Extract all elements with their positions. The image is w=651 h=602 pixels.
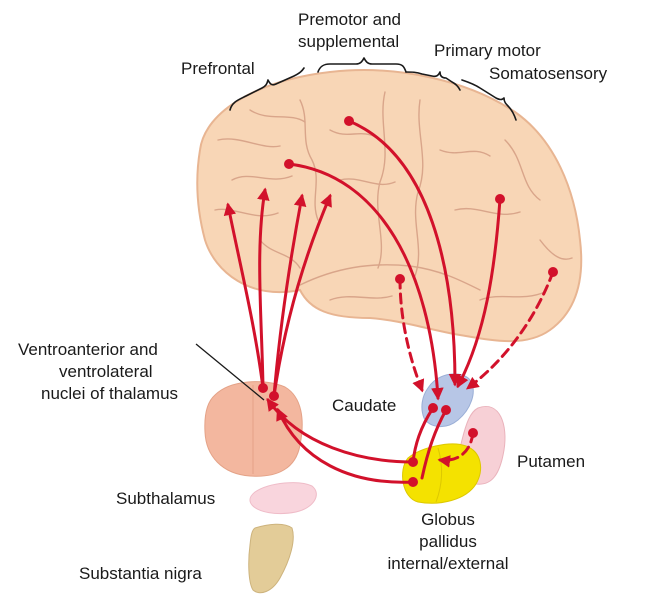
- label-putamen: Putamen: [517, 452, 585, 471]
- caudate-node-1: [428, 403, 438, 413]
- substantia-nigra-shape: [249, 524, 294, 592]
- label-premotor-line2: supplemental: [298, 32, 399, 51]
- thalamus-node-1: [258, 383, 268, 393]
- thalamus-node-2: [269, 391, 279, 401]
- label-substantia-nigra: Substantia nigra: [79, 564, 202, 583]
- globus-node-1: [408, 457, 418, 467]
- label-globus-line2: pallidus: [419, 532, 477, 551]
- somatosensory-node: [548, 267, 558, 277]
- subthalamus-shape: [250, 483, 316, 514]
- brain-outline: [197, 70, 581, 341]
- prefrontal-node: [284, 159, 294, 169]
- label-premotor-line1: Premotor and: [298, 10, 401, 29]
- label-globus-line3: internal/external: [388, 554, 509, 573]
- globus-node-2: [408, 477, 418, 487]
- putamen-node: [468, 428, 478, 438]
- label-subthalamus: Subthalamus: [116, 489, 215, 508]
- label-somatosensory: Somatosensory: [489, 64, 608, 83]
- caudate-node-2: [441, 405, 451, 415]
- brain-cortex: [197, 70, 581, 341]
- caudate-shape: [422, 374, 473, 427]
- label-globus-line1: Globus: [421, 510, 475, 529]
- premotor-node: [344, 116, 354, 126]
- label-thalamus-line3: nuclei of thalamus: [41, 384, 178, 403]
- label-primary-motor: Primary motor: [434, 41, 541, 60]
- label-thalamus-line1: Ventroanterior and: [18, 340, 158, 359]
- primary-motor-node: [495, 194, 505, 204]
- label-caudate: Caudate: [332, 396, 396, 415]
- cortex-dashed-node: [395, 274, 405, 284]
- label-prefrontal: Prefrontal: [181, 59, 255, 78]
- label-thalamus-line2: ventrolateral: [59, 362, 153, 381]
